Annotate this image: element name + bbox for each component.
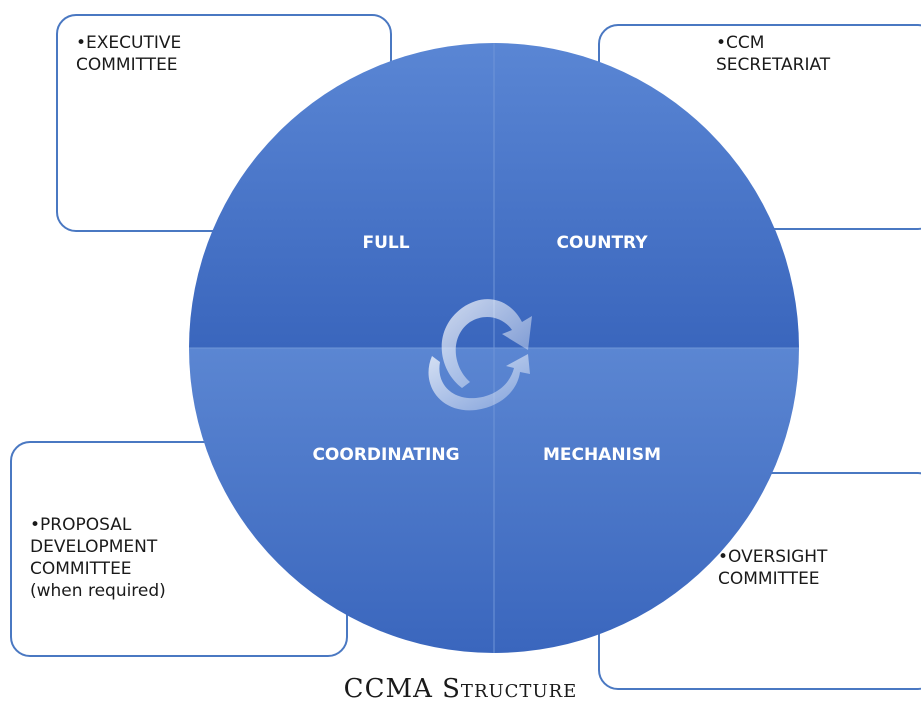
segment-label-country: COUNTRY — [556, 233, 648, 253]
box-text-ccm-secretariat: •CCM SECRETARIAT — [716, 32, 830, 76]
diagram-caption: CCMA Structure — [343, 674, 578, 704]
segment-label-mechanism: MECHANISM — [543, 445, 661, 465]
segment-label-coordinating: COORDINATING — [312, 445, 459, 465]
box-line: COMMITTEE — [30, 559, 132, 579]
box-text-oversight-committee: •OVERSIGHT COMMITTEE — [718, 546, 827, 590]
segment-label-full: FULL — [362, 233, 409, 253]
box-line: •OVERSIGHT — [718, 547, 828, 567]
cycle-arrows-icon — [428, 299, 532, 411]
box-line: COMMITTEE — [718, 569, 820, 589]
box-line: COMMITTEE — [76, 55, 178, 75]
box-text-executive-committee: •EXECUTIVE COMMITTEE — [76, 32, 181, 76]
box-line: •PROPOSAL — [30, 515, 132, 535]
box-line: (when required) — [30, 581, 166, 601]
box-text-proposal-development-committee: •PROPOSAL DEVELOPMENT COMMITTEE (when re… — [30, 514, 166, 602]
box-line: •CCM — [716, 33, 765, 53]
box-line: SECRETARIAT — [716, 55, 831, 75]
box-line: •EXECUTIVE — [76, 33, 182, 53]
box-line: DEVELOPMENT — [30, 537, 158, 557]
